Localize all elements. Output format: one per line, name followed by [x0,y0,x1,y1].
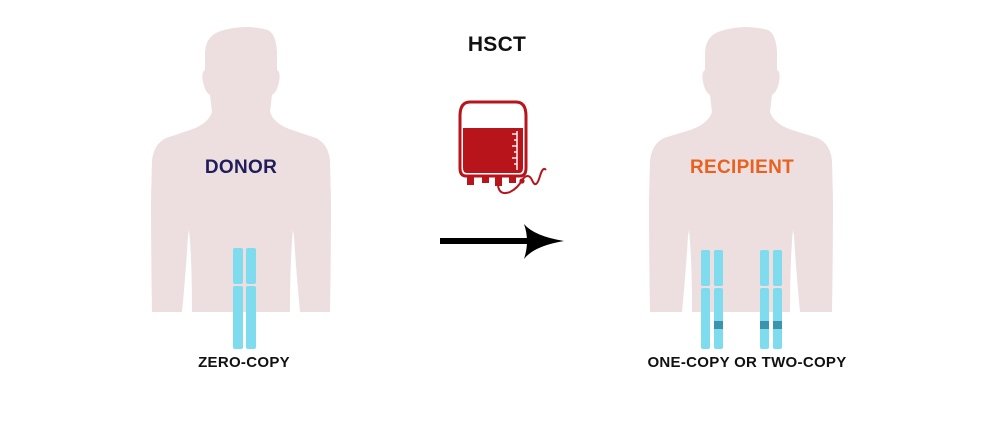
transfer-arrow-icon [440,224,564,259]
donor-chromosome-pair [233,248,256,349]
recipient-chromosome-pair-one-copy [701,250,723,349]
donor-label: DONOR [204,157,278,178]
recipient-label: RECIPIENT [689,157,795,178]
donor-silhouette [151,27,331,312]
recipient-caption: ONE-COPY OR TWO-COPY [647,354,847,371]
donor-caption: ZERO-COPY [198,354,290,371]
variant-band [714,321,723,329]
recipient-chromosome-pair-two-copy [760,250,782,349]
variant-band [773,321,782,329]
variant-band [760,321,769,329]
recipient-silhouette [649,27,833,312]
diagram-title: HSCT [467,33,527,56]
blood-bag-icon [458,100,547,195]
